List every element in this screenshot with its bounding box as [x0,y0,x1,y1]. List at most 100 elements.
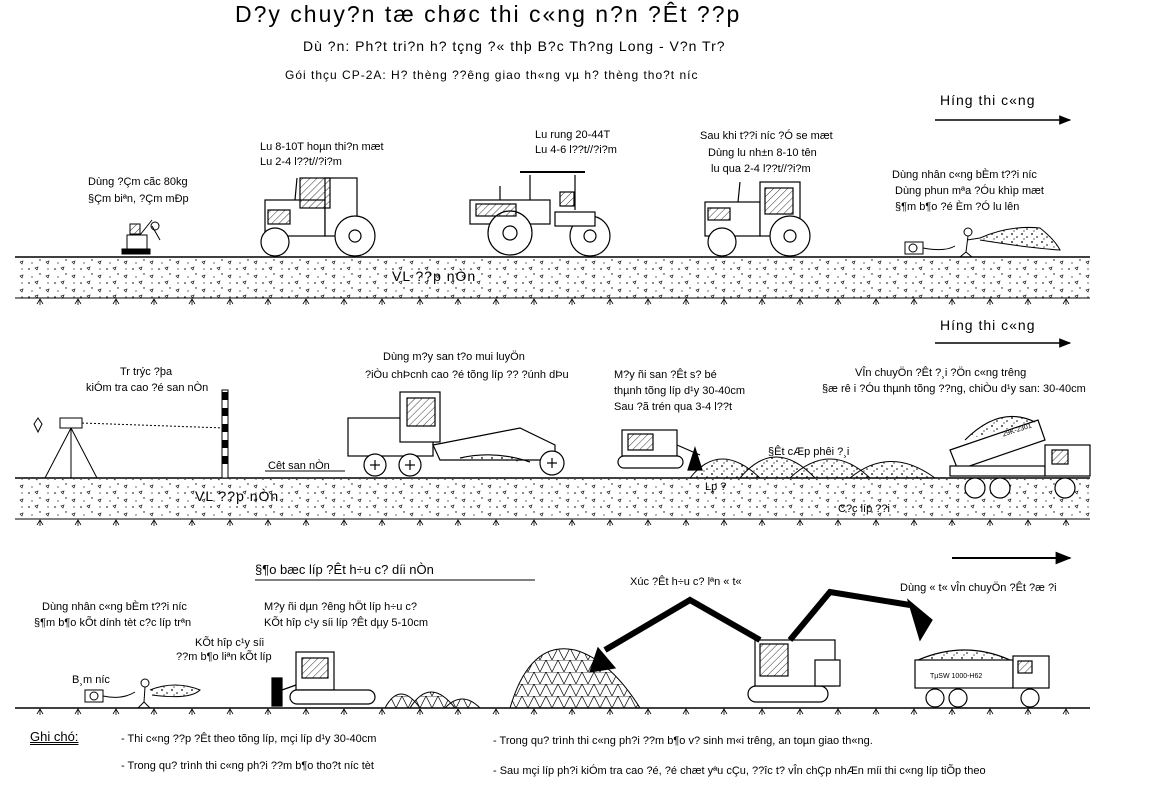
direction-label-2: Híng thi c«ng [940,317,1036,333]
gravel-piles [688,456,937,479]
ground-tick [644,298,652,305]
grade-marker-label: Cêt san nÒn [268,460,330,472]
ground-tick [492,708,500,715]
dump-truck-icon [949,415,1091,499]
water3-label-2: §¶m b¶o kÕt dính tèt c?c líp trªn [34,617,192,629]
ground-tick [986,298,994,305]
ground-tick [1062,519,1070,526]
plate-compactor-icon [121,219,161,255]
piles-label: §Êt cÆp phêi ?¸i [768,446,850,458]
ground-tick [264,519,272,526]
note-1: - Thi c«ng ??p ?Êt theo tõng líp, mçi lí… [121,733,377,745]
ground-tick [910,708,918,715]
ground-strip-2 [15,477,1090,520]
dozer3-label-1: M?y ñi dµn ?êng hÖt líp h÷u c? [264,601,418,613]
compact-label-1: KÕt hîp c¹y síi [195,637,265,649]
ground-tick [378,298,386,305]
smooth-roller-2-icon [704,181,811,257]
ground-tick [74,298,82,305]
ground-tick [340,519,348,526]
ground-tick [568,708,576,715]
ground-tick [720,708,728,715]
ground-tick [188,298,196,305]
roller3-label-1: Sau khi t??i níc ?Ó se mæt [700,130,833,142]
ground-tick [36,298,44,305]
ground-label-1: VL ??p nÒn [392,268,477,284]
truck3-label: Dùng « t« vÎn chuyÖn ?Êt ?æ ?i [900,582,1057,594]
ground-tick [188,708,196,715]
ground-ticks [36,298,1070,715]
package-name: Gói thçu CP-2A: H? thèng ??êng giao th«n… [285,68,699,82]
ground-tick [910,298,918,305]
ground-tick [150,298,158,305]
roller3-label-3: lu qua 2-4 l??t//?i?m [711,163,811,175]
excavator-label: Xúc ?Êt h÷u c? lªn « t« [630,576,742,588]
water1-label-2: Dùng phun mªa ?Óu khìp mæt [895,185,1044,197]
survey-label-2: kiÓm tra cao ?é san nÒn [86,382,209,394]
ground-tick [302,298,310,305]
ground-tick [302,519,310,526]
ground-tick [1024,708,1032,715]
ground-tick [682,298,690,305]
roller3-label-2: Dùng lu nh±n 8-10 tên [708,147,817,159]
ground-tick [188,519,196,526]
ground-tick [796,298,804,305]
truck3-plate: TµSW 1000-H62 [930,673,983,680]
ground-tick [758,708,766,715]
ground-tick [834,708,842,715]
ground-tick [948,519,956,526]
ground-tick [872,298,880,305]
layers-label: C?c líp ??i [838,503,890,515]
compactor-label-1: Dùng ?Çm cãc 80kg [88,176,188,188]
ground-tick [340,708,348,715]
ground-tick [758,519,766,526]
ground-tick [720,298,728,305]
ground-tick [986,519,994,526]
roller1-label-1: Lu 8-10T hoµn thi?n mæt [260,141,384,153]
ground-tick [264,298,272,305]
water1-label-1: Dùng nhân c«ng bÈm t??i níc [892,169,1037,181]
roller2-label-1: Lu rung 20-44T [535,129,611,141]
ground-tick [644,708,652,715]
ground-tick [568,298,576,305]
ground-tick [1062,298,1070,305]
ground-tick [264,708,272,715]
ground-tick [834,298,842,305]
ground-tick [530,519,538,526]
ground-tick [36,519,44,526]
grader-label-1: Dùng m?y san t?o mui luyÖn [383,351,525,363]
ground-strip-1 [15,256,1090,299]
ground-tick [74,519,82,526]
ground-tick [834,519,842,526]
ground-tick [910,519,918,526]
truck2-label-2: §æ rê i ?Óu thµnh tõng ??ng, chiÒu d¹y s… [822,383,1086,395]
ground-tick [36,708,44,715]
ground-tick [606,298,614,305]
ground-tick [606,708,614,715]
dozer-label-2: thµnh tõng líp d¹y 30-40cm [614,385,746,397]
ground-tick [226,519,234,526]
ground-tick [872,519,880,526]
haul-truck-icon [914,649,1050,708]
ground-tick [302,708,310,715]
ground-tick [796,708,804,715]
leveling-staff-icon [221,389,229,479]
ground-tick [872,708,880,715]
excavator-icon [589,588,933,703]
ground-tick [454,708,462,715]
note-4: - Sau mçi líp ph?i kiÓm tra cao ?é, ?é c… [493,765,986,777]
layers-prefix: Lp ? [705,481,727,493]
ground-tick [492,519,500,526]
ground-tick [112,708,120,715]
ground-tick [378,519,386,526]
bulldozer-sec3-icon [271,651,376,707]
ground-tick [150,519,158,526]
water3-label-1: Dùng nhân c«ng bÈm t??i níc [42,601,187,613]
ground-tick [150,708,158,715]
ground-tick [682,519,690,526]
direction-label-1: Híng thi c«ng [940,92,1036,108]
water-pump-icon [84,678,201,709]
notes-label: Ghi chó: [30,729,79,744]
ground-tick [568,519,576,526]
ground-tick [948,708,956,715]
